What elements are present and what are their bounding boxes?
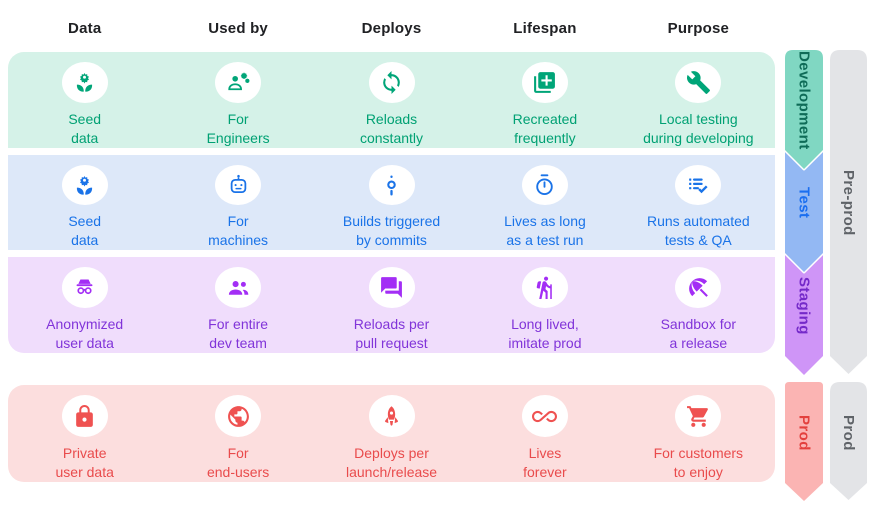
cell-label: Local testing during developing [643,111,754,146]
cell-label: Seed data [68,213,102,248]
cell-test-1: For machines [161,155,314,250]
column-header-lifespan: Lifespan [513,19,577,37]
staging-ribbon-label: Staging [795,276,813,335]
column-header-purpose: Purpose [667,19,730,37]
cell-staging-1: For entire dev team [161,257,314,353]
column-header-deploys: Deploys [361,19,422,37]
seed-icon [61,62,108,103]
cell-test-3: Lives as long as a test run [468,155,621,250]
env-row-prod: Private user data For end-users Deploys pe… [8,385,775,482]
robot-icon [215,165,262,205]
cell-test-0: Seed data [8,155,161,250]
cell-label: Recreated frequently [512,111,578,146]
cell-prod-1: For end-users [161,385,314,482]
cell-prod-0: Private user data [8,385,161,482]
development-ribbon-label: Development [795,50,813,150]
cell-label: Seed data [68,111,102,146]
cell-test-2: Builds triggered by commits [315,155,468,250]
incognito-icon [61,267,108,308]
library-add-icon [521,62,568,103]
column-header-data: Data [68,19,102,37]
cell-development-2: Reloads constantly [315,52,468,148]
engineer-icon [215,62,262,103]
cell-prod-4: For customers to enjoy [622,385,775,482]
cell-development-0: Seed data [8,52,161,148]
cell-label: Lives forever [523,445,567,480]
cell-staging-3: Long lived, imitate prod [468,257,621,353]
cell-label: Deploys per launch/release [345,445,438,480]
cell-label: For Engineers [206,111,270,146]
cell-label: Builds triggered by commits [342,213,441,248]
env-row-test: Seed data For machines Builds triggered by… [8,155,775,250]
column-header-used-by: Used by [208,19,268,37]
lock-icon [61,395,108,437]
globe-icon [215,395,262,437]
forum-icon [368,267,415,308]
rocket-icon [368,395,415,437]
cell-development-4: Local testing during developing [622,52,775,148]
cell-prod-3: Lives forever [468,385,621,482]
cell-staging-4: Sandbox for a release [622,257,775,353]
seed-icon [61,165,108,205]
pre-prod-ribbon-label: Pre-prod [840,170,857,236]
cart-icon [675,395,722,437]
test-ribbon [785,150,823,274]
wrench-icon [675,62,722,103]
prod-ribbon-label: Prod [795,414,813,451]
stage-group-ribbons [830,48,869,502]
infinity-icon [521,395,568,437]
cell-label: For end-users [206,445,270,480]
cell-label: For machines [208,213,269,248]
cell-label: For entire dev team [208,316,269,351]
cell-prod-2: Deploys per launch/release [315,385,468,482]
cell-label: Runs automated tests & QA [646,213,750,248]
commit-icon [368,165,415,205]
cell-staging-0: Anonymized user data [8,257,161,353]
test-ribbon-label: Test [795,186,813,219]
cell-label: Sandbox for a release [660,316,737,351]
sync-icon [368,62,415,103]
cell-label: Reloads per pull request [353,316,430,351]
prod-group-ribbon [830,380,869,502]
cell-test-4: Runs automated tests & QA [622,155,775,250]
cell-label: Reloads constantly [359,111,424,146]
cell-label: Private user data [55,445,114,480]
checklist-icon [675,165,722,205]
timer-icon [521,165,568,205]
env-row-development: Seed data For Engineers Reloads constantly… [8,52,775,148]
cell-development-3: Recreated frequently [468,52,621,148]
prod-ribbon-label: Prod [840,414,857,451]
cell-staging-2: Reloads per pull request [315,257,468,353]
hiking-icon [521,267,568,308]
env-row-staging: Anonymized user data For entire dev team R… [8,257,775,353]
cell-development-1: For Engineers [161,52,314,148]
cell-label: Lives as long as a test run [504,213,586,248]
beach-umbrella-icon [675,267,722,308]
pre-prod-group-ribbon [830,48,869,376]
group-icon [215,267,262,308]
cell-label: Long lived, imitate prod [508,316,582,351]
staging-ribbon [785,253,823,377]
cell-label: Anonymized user data [46,316,124,351]
cell-label: For customers to enjoy [653,445,744,480]
column-headers: Data Used by Deploys Lifespan Purpose [8,8,775,48]
